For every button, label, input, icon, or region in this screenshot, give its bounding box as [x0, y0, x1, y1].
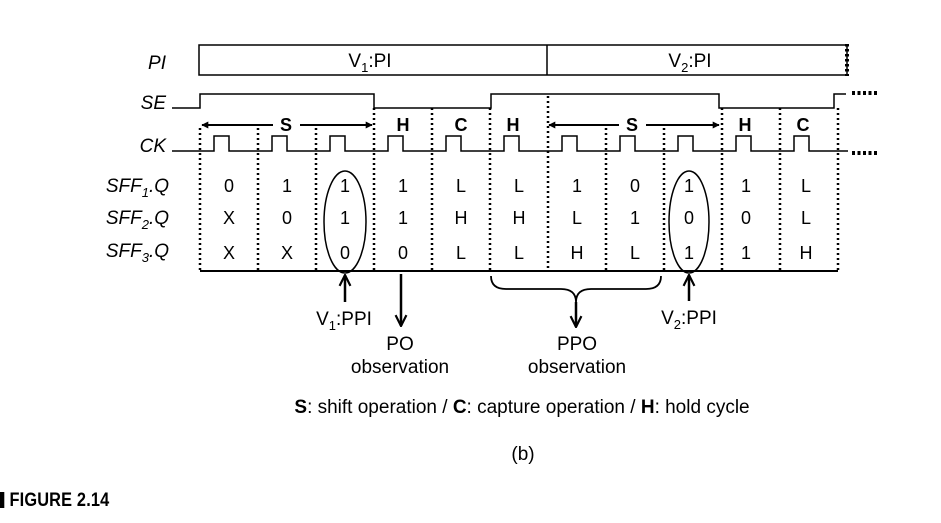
pi-segment-v2: V2:PI — [668, 51, 711, 75]
value-cell: 1 — [398, 176, 408, 196]
value-cell: 1 — [684, 243, 694, 263]
pi-box — [198, 44, 848, 76]
op-label-hold-3: H — [739, 115, 752, 135]
figure-label-marker — [0, 492, 5, 508]
value-cell: L — [514, 243, 524, 263]
ck-waveform — [172, 135, 878, 155]
sff1-values: 0 1 1 1 L L 1 0 1 1 L — [224, 176, 811, 196]
value-cell: H — [513, 208, 526, 228]
value-cell: 1 — [398, 208, 408, 228]
value-cell: 1 — [741, 243, 751, 263]
ppo-brace — [490, 275, 662, 303]
value-cell: 1 — [630, 208, 640, 228]
value-cell: 0 — [630, 176, 640, 196]
value-cell: 0 — [340, 243, 350, 263]
value-cell: X — [223, 208, 235, 228]
value-cell: L — [456, 243, 466, 263]
subfigure-label: (b) — [511, 444, 534, 465]
value-cell: L — [801, 176, 811, 196]
annotation-ppo-line1: PPO — [557, 334, 597, 355]
annotation-po-line2: observation — [351, 357, 449, 378]
sff2-values: X 0 1 1 H H L 1 0 0 L — [223, 208, 811, 228]
v2-ppi-highlight-ellipse — [668, 170, 710, 274]
value-cell: L — [572, 208, 582, 228]
op-label-hold-1: H — [397, 115, 410, 135]
pi-waveform: V1:PI V2:PI — [198, 44, 849, 76]
op-label-shift-2: S — [626, 115, 638, 135]
sff3-values: X X 0 0 L L H L 1 1 H — [223, 243, 813, 263]
se-line — [172, 93, 846, 109]
value-cell: L — [456, 176, 466, 196]
value-cell: H — [800, 243, 813, 263]
op-label-capture-1: C — [455, 115, 468, 135]
value-cell: 1 — [340, 208, 350, 228]
value-cell: 0 — [684, 208, 694, 228]
op-label-hold-2: H — [507, 115, 520, 135]
value-cell: 1 — [741, 176, 751, 196]
signal-label-pi: PI — [148, 53, 167, 74]
op-label-capture-2: C — [797, 115, 810, 135]
op-label-shift-1: S — [280, 115, 292, 135]
figure-label: FIGURE 2.14 — [0, 490, 109, 512]
value-cell: L — [514, 176, 524, 196]
value-cell: 1 — [684, 176, 694, 196]
se-waveform — [172, 91, 878, 109]
value-cell: 1 — [282, 176, 292, 196]
value-cell: H — [571, 243, 584, 263]
value-cell: 0 — [224, 176, 234, 196]
value-cell: 1 — [572, 176, 582, 196]
value-cell: L — [801, 208, 811, 228]
value-cell: X — [281, 243, 293, 263]
value-cell: 0 — [741, 208, 751, 228]
annotation-ppo-line2: observation — [528, 357, 626, 378]
value-cell: 0 — [398, 243, 408, 263]
signal-label-se: SE — [141, 93, 167, 114]
annotation-po-line1: PO — [386, 334, 413, 355]
signal-label-sff1: SFF1.Q — [106, 176, 169, 200]
annotation-v1-ppi: V1:PPI — [316, 309, 372, 333]
signal-label-sff3: SFF3.Q — [106, 241, 169, 265]
legend: S: shift operation / C: capture operatio… — [294, 397, 749, 418]
value-cell: X — [223, 243, 235, 263]
value-cell: H — [455, 208, 468, 228]
value-cell: L — [630, 243, 640, 263]
figure-label-text: FIGURE 2.14 — [9, 490, 110, 511]
value-cell: 1 — [340, 176, 350, 196]
signal-label-ck: CK — [140, 136, 168, 157]
cycle-dividers — [198, 96, 840, 271]
v1-ppi-highlight-ellipse — [323, 170, 367, 274]
signal-label-sff2: SFF2.Q — [106, 208, 169, 232]
annotation-v2-ppi: V2:PPI — [661, 308, 717, 332]
pi-segment-v1: V1:PI — [348, 51, 391, 75]
ck-line — [172, 135, 848, 152]
value-cell: 0 — [282, 208, 292, 228]
